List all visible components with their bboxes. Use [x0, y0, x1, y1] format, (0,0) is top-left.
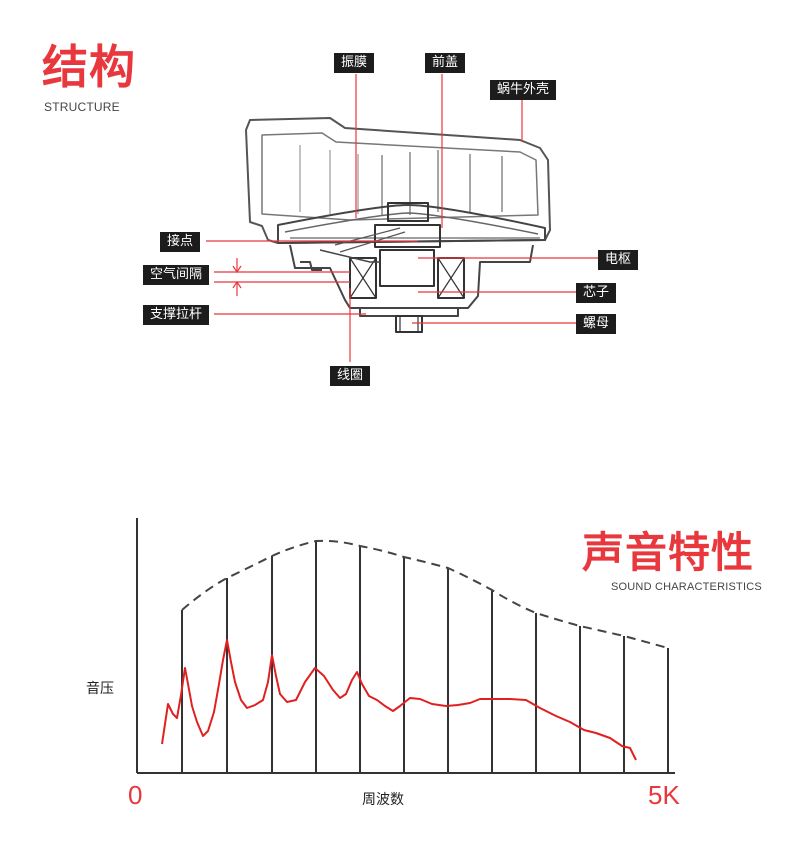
label-diaphragm: 振膜	[334, 53, 375, 73]
label-core: 芯子	[576, 283, 617, 303]
envelope-dashed-curve	[181, 539, 669, 649]
band-lines	[181, 541, 669, 773]
structure-title: 结构	[42, 40, 136, 94]
coil-left	[349, 257, 377, 299]
horn-structure-drawing	[206, 74, 598, 362]
y-axis-label: 音压	[86, 681, 114, 697]
x-axis-end-label: 5K	[648, 780, 680, 810]
label-armature: 电枢	[598, 250, 639, 270]
label-coil: 线圈	[330, 366, 371, 386]
sound-pressure-curve	[161, 639, 637, 761]
label-nut: 螺母	[576, 314, 617, 334]
core-shape	[379, 249, 435, 287]
label-snail-shell: 蜗牛外壳	[490, 80, 557, 100]
shell-outline	[245, 117, 551, 244]
x-axis-label: 周波数	[362, 792, 404, 808]
nut-shape	[395, 315, 423, 333]
x-axis-start-label: 0	[128, 780, 143, 810]
sound-subtitle: SOUND CHARACTERISTICS	[611, 581, 762, 593]
label-air-gap: 空气间隔	[143, 265, 210, 285]
shell-inner	[261, 132, 539, 221]
label-contact: 接点	[160, 232, 201, 252]
label-front-cover: 前盖	[425, 53, 466, 73]
label-support-rod: 支撑拉杆	[143, 305, 210, 325]
structure-subtitle: STRUCTURE	[44, 100, 120, 114]
sound-title: 声音特性	[582, 528, 755, 577]
diaphragm-shape	[277, 204, 546, 244]
